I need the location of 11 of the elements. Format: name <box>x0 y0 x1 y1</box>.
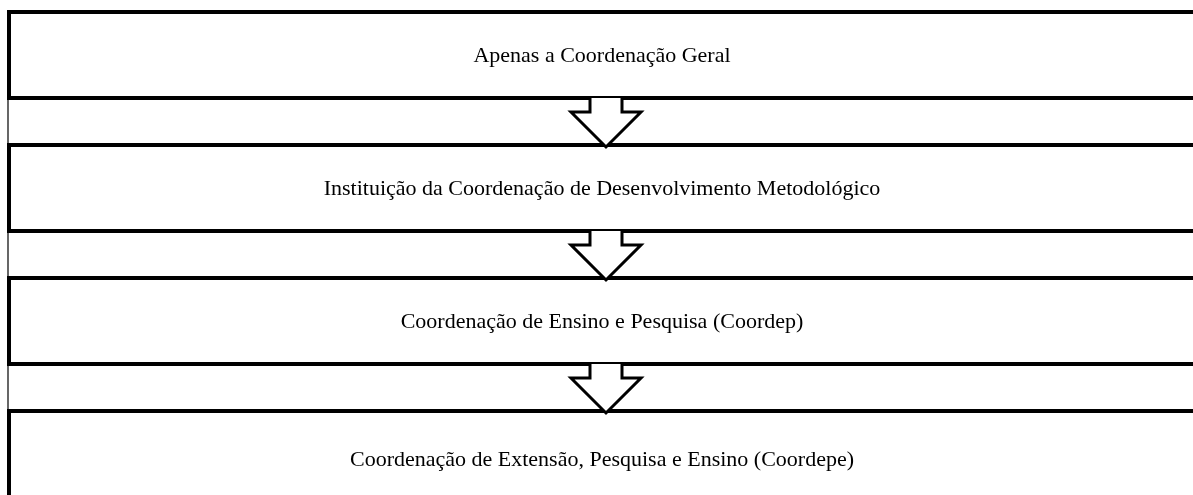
box-label: Coordenação de Extensão, Pesquisa e Ensino (Coordepe) <box>350 445 854 472</box>
box-label: Apenas a Coordenação Geral <box>473 42 731 68</box>
box-label: Instituição da Coordenação de Desenvolvimento Metodológico <box>323 175 881 201</box>
process-box <box>7 409 1193 495</box>
box-label: Coordenação de Ensino e Pesquisa (Coordep) <box>400 308 804 334</box>
process-box <box>7 10 1193 100</box>
block-arrow <box>567 362 645 415</box>
process-box <box>7 276 1193 366</box>
block-arrow <box>567 96 645 149</box>
block-arrow <box>567 229 645 282</box>
process-box <box>7 143 1193 233</box>
